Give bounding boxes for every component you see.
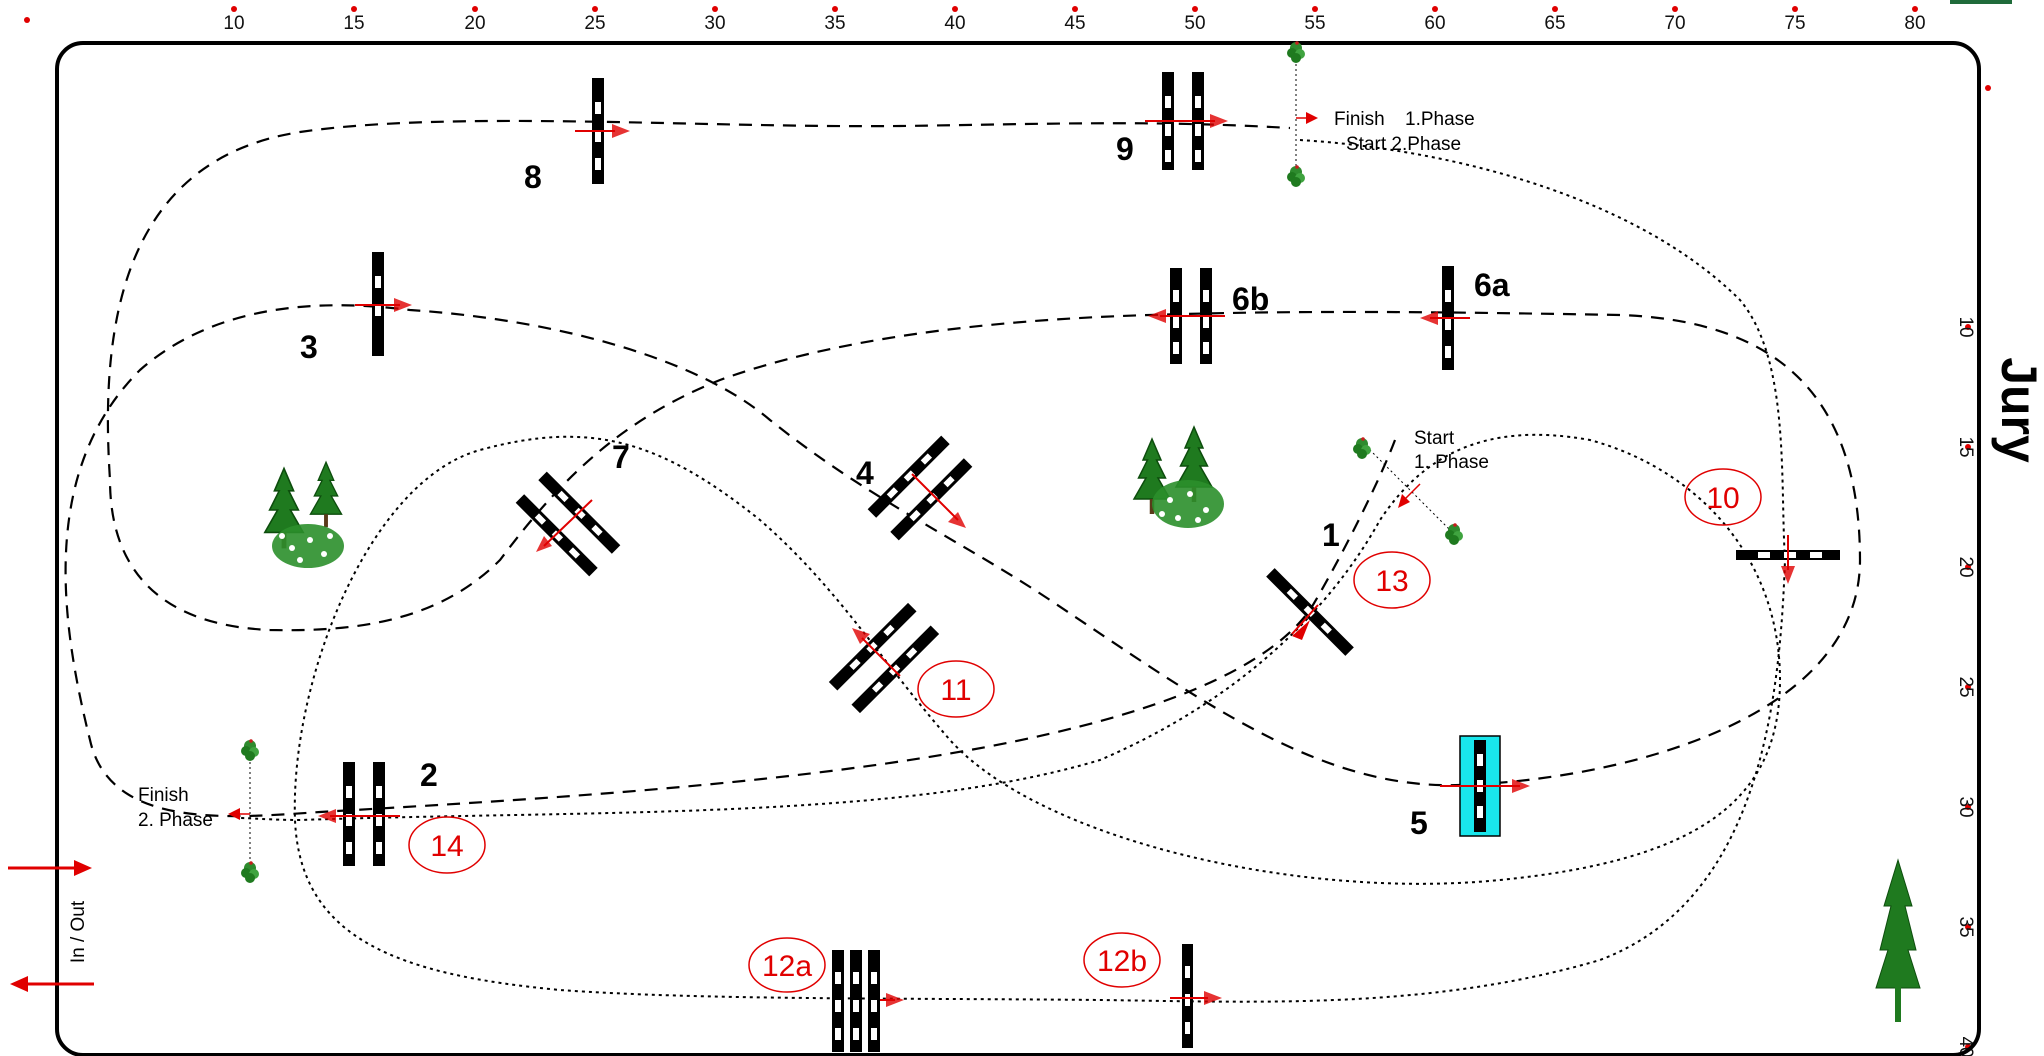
- svg-text:25: 25: [1955, 676, 1976, 697]
- start-phase-1: Start 1. Phase: [1353, 428, 1489, 545]
- svg-text:30: 30: [704, 13, 725, 34]
- svg-text:20: 20: [1955, 556, 1976, 577]
- obstacle-number: 12a: [762, 950, 812, 983]
- svg-text:50: 50: [1184, 13, 1205, 34]
- obstacle-13: 13: [1353, 551, 1431, 609]
- tree-group: [263, 461, 344, 568]
- ruler-tick: 60: [1424, 6, 1446, 34]
- svg-text:40: 40: [944, 13, 965, 34]
- ruler-tick: 35: [1955, 916, 1976, 937]
- tree-group: [1133, 426, 1224, 528]
- obstacle-7: 7: [515, 439, 630, 577]
- svg-text:15: 15: [343, 13, 364, 34]
- ruler-tick: 10: [223, 6, 245, 34]
- obstacle-12b: 12b: [1083, 932, 1222, 1048]
- finish-phase-1: Finish 1.Phase Start 2.Phase: [1287, 41, 1475, 187]
- obstacle-6a: 6a: [1420, 266, 1510, 370]
- obstacle-5: 5: [1410, 735, 1530, 841]
- obstacle-2: 2: [318, 757, 438, 866]
- route-phase-1: [64, 119, 1862, 818]
- ruler-tick: 75: [1784, 6, 1806, 34]
- top-ruler: 10 15 20 25 30 35 40 45 50 55 60 65 70 7…: [24, 0, 2012, 34]
- ruler-tick: 20: [1955, 556, 1976, 577]
- ruler-tick: 10: [1955, 316, 1976, 337]
- svg-text:80: 80: [1904, 13, 1925, 34]
- finish-phase-1-label: Finish: [1334, 109, 1385, 130]
- ruler-tick: 35: [824, 6, 846, 34]
- obstacle-1: 1: [1266, 517, 1354, 656]
- obstacle-number: 1: [1322, 517, 1340, 553]
- svg-text:30: 30: [1955, 796, 1976, 817]
- obstacle-number: 13: [1375, 565, 1408, 598]
- obstacle-number: 11: [940, 674, 971, 707]
- svg-text:25: 25: [584, 13, 605, 34]
- tree: [1875, 858, 1921, 1022]
- obstacle-number: 6b: [1232, 281, 1269, 317]
- ruler-tick: 20: [464, 6, 486, 34]
- svg-text:70: 70: [1664, 13, 1685, 34]
- obstacle-8: 8: [524, 78, 630, 195]
- svg-text:45: 45: [1064, 13, 1085, 34]
- finish-phase-2-label: Finish: [138, 785, 189, 806]
- svg-text:20: 20: [464, 13, 485, 34]
- ruler-tick: 25: [584, 6, 606, 34]
- arena-border: [55, 41, 1981, 1056]
- in-out-marker: In / Out: [8, 860, 94, 992]
- obstacle-number: 4: [856, 455, 874, 491]
- obstacle-14: 14: [408, 816, 486, 874]
- svg-text:65: 65: [1544, 13, 1565, 34]
- svg-text:15: 15: [1955, 436, 1976, 457]
- ruler-tick: 80: [1904, 6, 1926, 34]
- obstacle-number: 5: [1410, 805, 1428, 841]
- svg-text:60: 60: [1424, 13, 1445, 34]
- svg-text:75: 75: [1784, 13, 1805, 34]
- svg-text:40: 40: [1955, 1036, 1976, 1056]
- start-phase-2-label: Start 2.Phase: [1346, 134, 1461, 155]
- ruler-tick: 65: [1544, 6, 1566, 34]
- obstacle-number: 6a: [1474, 267, 1510, 303]
- route-phase-2: [239, 139, 1787, 1003]
- obstacle-4: 4: [856, 435, 973, 541]
- ruler-tick: 55: [1304, 6, 1326, 34]
- ruler-tick: 40: [944, 6, 966, 34]
- ruler-tick: 15: [343, 6, 365, 34]
- obstacle-11: 11: [828, 602, 995, 718]
- obstacle-number: 14: [430, 830, 463, 863]
- svg-text:35: 35: [824, 13, 845, 34]
- svg-text:10: 10: [223, 13, 244, 34]
- ruler-tick: 70: [1664, 6, 1686, 34]
- obstacle-number: 8: [524, 159, 542, 195]
- obstacle-12a: 12a: [748, 937, 904, 1052]
- ruler-tick: 25: [1955, 676, 1976, 697]
- ruler-tick: 30: [704, 6, 726, 34]
- obstacle-number: 9: [1116, 131, 1134, 167]
- ruler-tick: 50: [1184, 6, 1206, 34]
- obstacle-number: 12b: [1097, 945, 1147, 978]
- obstacle-number: 3: [300, 329, 318, 365]
- svg-text:10: 10: [1955, 316, 1976, 337]
- obstacle-10: 10: [1684, 468, 1840, 584]
- right-ruler: 10 15 20 25 30 35 40: [1955, 85, 1991, 1056]
- finish-phase-2-label: 2. Phase: [138, 810, 213, 831]
- obstacle-number: 2: [420, 757, 438, 793]
- finish-phase-1-label: 1.Phase: [1405, 109, 1475, 130]
- obstacle-number: 7: [612, 439, 630, 475]
- obstacle-3: 3: [300, 252, 412, 365]
- ruler-tick: 15: [1955, 436, 1976, 457]
- svg-text:35: 35: [1955, 916, 1976, 937]
- obstacle-9: 9: [1116, 72, 1228, 170]
- start-phase-1-label: Start: [1414, 428, 1455, 449]
- in-out-label: In / Out: [68, 900, 89, 963]
- svg-text:55: 55: [1304, 13, 1325, 34]
- ruler-tick: 45: [1064, 6, 1086, 34]
- ruler-tick: 30: [1955, 796, 1976, 817]
- obstacle-6b: 6b: [1148, 268, 1269, 364]
- finish-phase-2: Finish 2. Phase: [138, 739, 259, 883]
- obstacle-number: 10: [1706, 482, 1739, 515]
- jury-label: Jury: [1991, 357, 2044, 463]
- start-phase-1-label: 1. Phase: [1414, 452, 1489, 473]
